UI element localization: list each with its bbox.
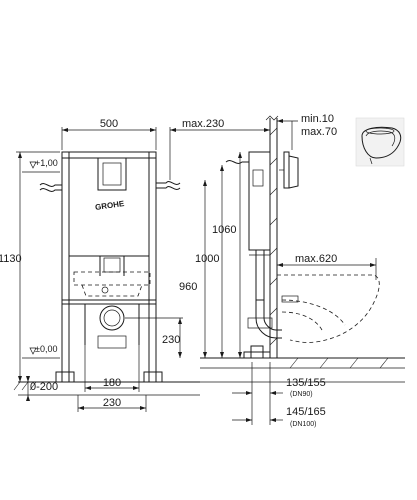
dim-height-230: 230 bbox=[162, 334, 180, 346]
dim-height-960: 960 bbox=[179, 281, 197, 293]
level-top: +1,00 bbox=[35, 158, 58, 168]
dim-wall-min: min.10 bbox=[301, 113, 334, 125]
dim-height-1060: 1060 bbox=[212, 224, 236, 236]
dim-wall-max: max.70 bbox=[301, 126, 337, 138]
water-inlet-side bbox=[225, 160, 249, 164]
front-view: GROHE bbox=[39, 151, 181, 383]
frame-post-right bbox=[148, 151, 157, 383]
dim-pipe-a: 135/155 bbox=[286, 377, 326, 389]
dim-width-180: 180 bbox=[103, 377, 121, 389]
bowl-outline-side bbox=[277, 274, 380, 343]
dim-bowl-length: max.620 bbox=[295, 253, 337, 265]
side-view bbox=[200, 115, 405, 383]
cistern-side bbox=[248, 151, 271, 251]
water-pipe-left bbox=[39, 183, 62, 187]
brand-label: GROHE bbox=[94, 199, 125, 212]
dim-max-depth: max.230 bbox=[182, 118, 224, 130]
dim-floor-range: 0-200 bbox=[30, 381, 58, 393]
dim-pipe-b-dn: (DN100) bbox=[290, 421, 316, 428]
dim-height-1000: 1000 bbox=[195, 253, 219, 265]
dim-pipe-b: 145/165 bbox=[286, 406, 326, 418]
dim-total-height: 1130 bbox=[0, 253, 22, 265]
bowl-outline-front bbox=[73, 271, 151, 286]
dim-frame-width: 500 bbox=[100, 118, 118, 130]
dim-pipe-a-dn: (DN90) bbox=[290, 391, 313, 398]
drain-elbow-side bbox=[255, 300, 282, 339]
frame-post-left bbox=[61, 151, 70, 383]
flush-plate-side bbox=[283, 151, 290, 189]
side-dimensions: max.230 min.10 max.70 1060 1000 960 max.… bbox=[169, 113, 377, 428]
flush-plate-opening bbox=[97, 157, 127, 191]
toilet-thumbnail bbox=[355, 117, 405, 167]
dim-width-230: 230 bbox=[103, 397, 121, 409]
level-floor: ±0,00 bbox=[35, 344, 57, 354]
front-dimensions: 500 +1,00 ±0,00 1130 0-200 180 bbox=[0, 118, 200, 412]
drain-pipe-front bbox=[99, 305, 125, 331]
